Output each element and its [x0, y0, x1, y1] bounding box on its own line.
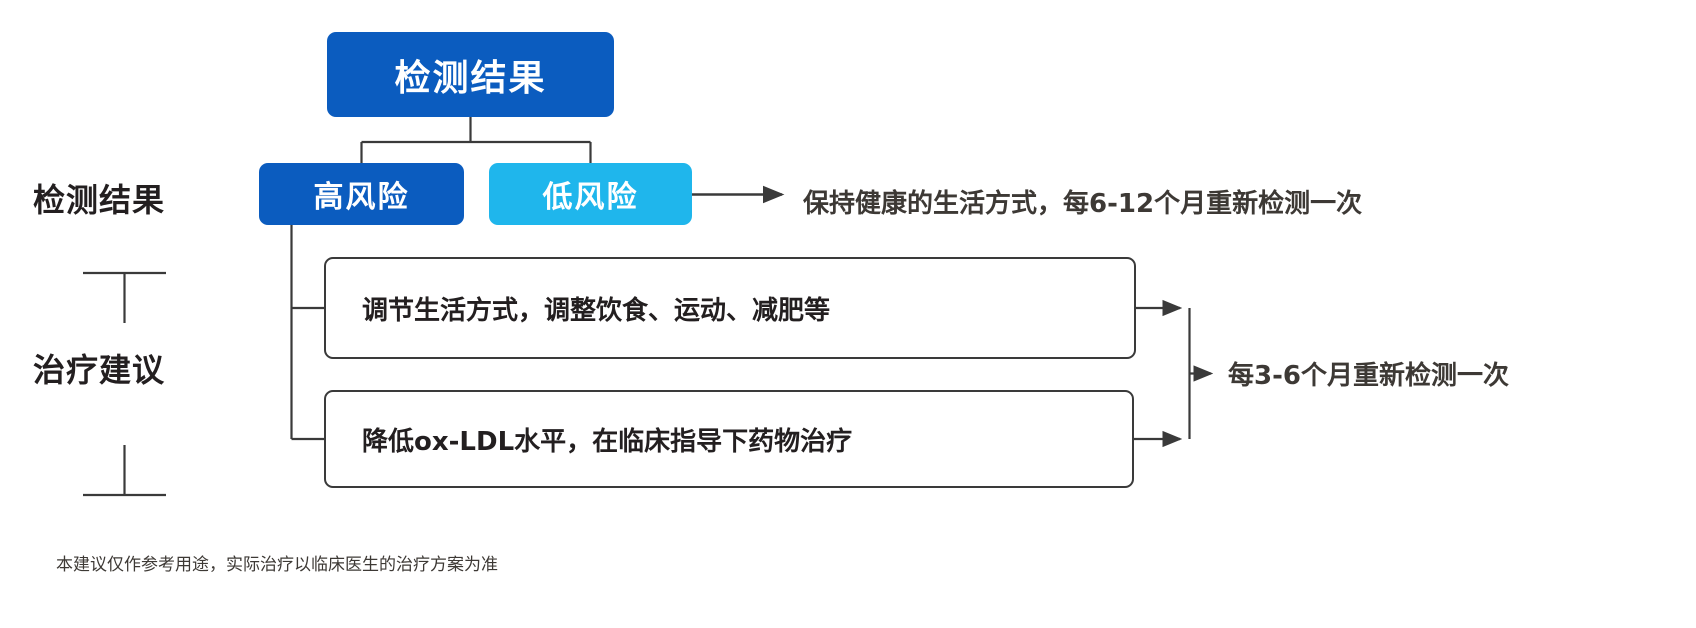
- divider-results: [83, 271, 166, 323]
- category-label-treatment: 治疗建议: [33, 351, 166, 389]
- annotation-low-risk-advice: 保持健康的生活方式，每6-12个月重新检测一次: [803, 189, 1363, 219]
- connector-treatments-retest: [1134, 299, 1214, 448]
- annotation-retest-advice: 每3-6个月重新检测一次: [1228, 361, 1509, 391]
- connector-root-split: [360, 117, 592, 163]
- node-low-risk[interactable]: 低风险: [489, 163, 692, 225]
- connector-highrisk-treatments: [290, 225, 324, 441]
- category-label-results: 检测结果: [33, 181, 166, 219]
- node-medication-advice[interactable]: 降低ox-LDL水平，在临床指导下药物治疗: [324, 390, 1134, 488]
- node-test-result[interactable]: 检测结果: [327, 32, 614, 117]
- footer-disclaimer: 本建议仅作参考用途，实际治疗以临床医生的治疗方案为准: [56, 555, 498, 575]
- divider-treatment: [83, 445, 166, 497]
- node-high-risk[interactable]: 高风险: [259, 163, 464, 225]
- node-lifestyle-advice[interactable]: 调节生活方式，调整饮食、运动、减肥等: [324, 257, 1136, 359]
